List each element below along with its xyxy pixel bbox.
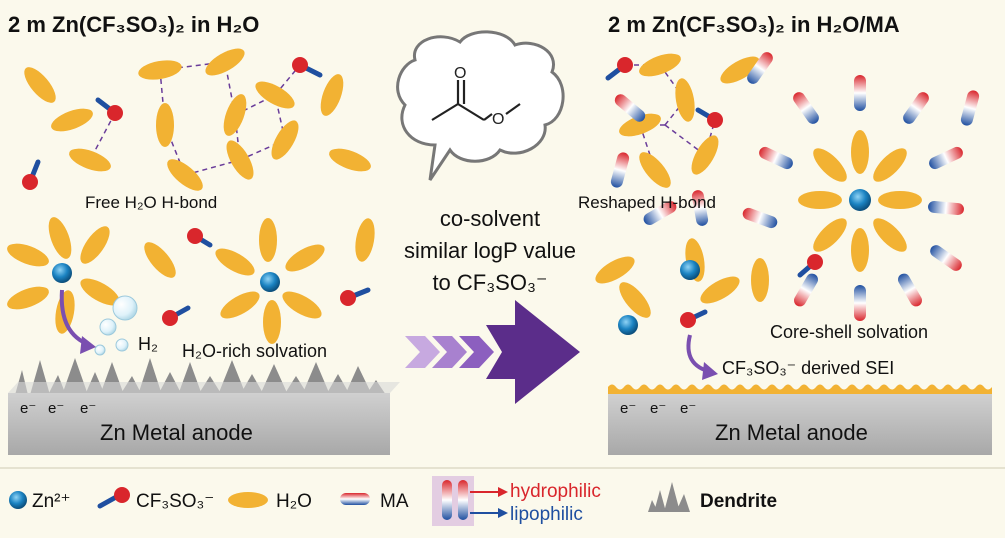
right-anode: Zn Metal anode e⁻ e⁻ e⁻ bbox=[608, 384, 992, 455]
legend-lipophilic-label: lipophilic bbox=[510, 504, 583, 525]
legend-zn-label: Zn²⁺ bbox=[32, 491, 71, 512]
left-deposition-arrowhead bbox=[80, 336, 96, 354]
thought-cloud: O O bbox=[396, 30, 565, 181]
right-electron-2: e⁻ bbox=[650, 400, 666, 417]
left-solvation-cluster-2 bbox=[215, 218, 325, 344]
legend-dendrite-label: Dendrite bbox=[700, 491, 777, 512]
right-deposition-arrowhead bbox=[702, 362, 718, 380]
legend-cf3so3-icon bbox=[97, 487, 130, 509]
legend-zn-icon bbox=[9, 491, 27, 509]
left-title: 2 m Zn(CF₃SO₃)₂ in H₂O bbox=[8, 12, 259, 37]
legend-dendrite-icon bbox=[648, 482, 690, 512]
left-solvation-label: H₂O-rich solvation bbox=[182, 341, 327, 361]
left-solvation-cluster-1 bbox=[7, 217, 120, 334]
molecule-ester-o: O bbox=[492, 111, 504, 128]
right-title: 2 m Zn(CF₃SO₃)₂ in H₂O/MA bbox=[608, 12, 900, 37]
molecule-carbonyl-o: O bbox=[454, 65, 466, 82]
left-electron-2: e⁻ bbox=[48, 400, 64, 417]
right-hbond-label: Reshaped H-bond bbox=[578, 193, 716, 212]
sei-label: CF₃SO₃⁻ derived SEI bbox=[722, 358, 894, 378]
legend-hydrophilic-label: hydrophilic bbox=[510, 481, 601, 502]
right-electron-3: e⁻ bbox=[680, 400, 696, 417]
h2-bubbles bbox=[94, 295, 138, 356]
left-anode: Zn Metal anode e⁻ e⁻ e⁻ bbox=[8, 382, 400, 455]
left-anode-label: Zn Metal anode bbox=[100, 420, 253, 445]
right-electron-1: e⁻ bbox=[620, 400, 636, 417]
core-shell-label: Core-shell solvation bbox=[770, 322, 928, 342]
transition-arrow bbox=[405, 300, 580, 404]
center-line-1: co-solvent bbox=[440, 206, 540, 231]
right-network bbox=[595, 52, 778, 335]
legend-ma-icon bbox=[340, 493, 370, 505]
legend: Zn²⁺ CF₃SO₃⁻ H₂O MA hydrophilic lipophil… bbox=[9, 476, 777, 526]
legend-ma-label: MA bbox=[380, 491, 409, 512]
left-hbond-label: Free H₂O H-bond bbox=[85, 193, 217, 212]
sei-layer bbox=[608, 384, 992, 394]
legend-h2o-icon bbox=[228, 492, 268, 508]
left-water-network bbox=[22, 48, 375, 326]
legend-h2o-label: H₂O bbox=[276, 491, 312, 512]
h2-label: H₂ bbox=[138, 334, 158, 354]
center-line-2: similar logP value bbox=[404, 238, 576, 263]
center-line-3: to CF₃SO₃⁻ bbox=[432, 270, 547, 295]
left-electron-3: e⁻ bbox=[80, 400, 96, 417]
legend-polarity-icon bbox=[432, 476, 508, 526]
legend-cf3so3-label: CF₃SO₃⁻ bbox=[136, 491, 214, 512]
core-shell-cluster bbox=[759, 75, 980, 321]
right-anode-label: Zn Metal anode bbox=[715, 420, 868, 445]
left-electron-1: e⁻ bbox=[20, 400, 36, 417]
